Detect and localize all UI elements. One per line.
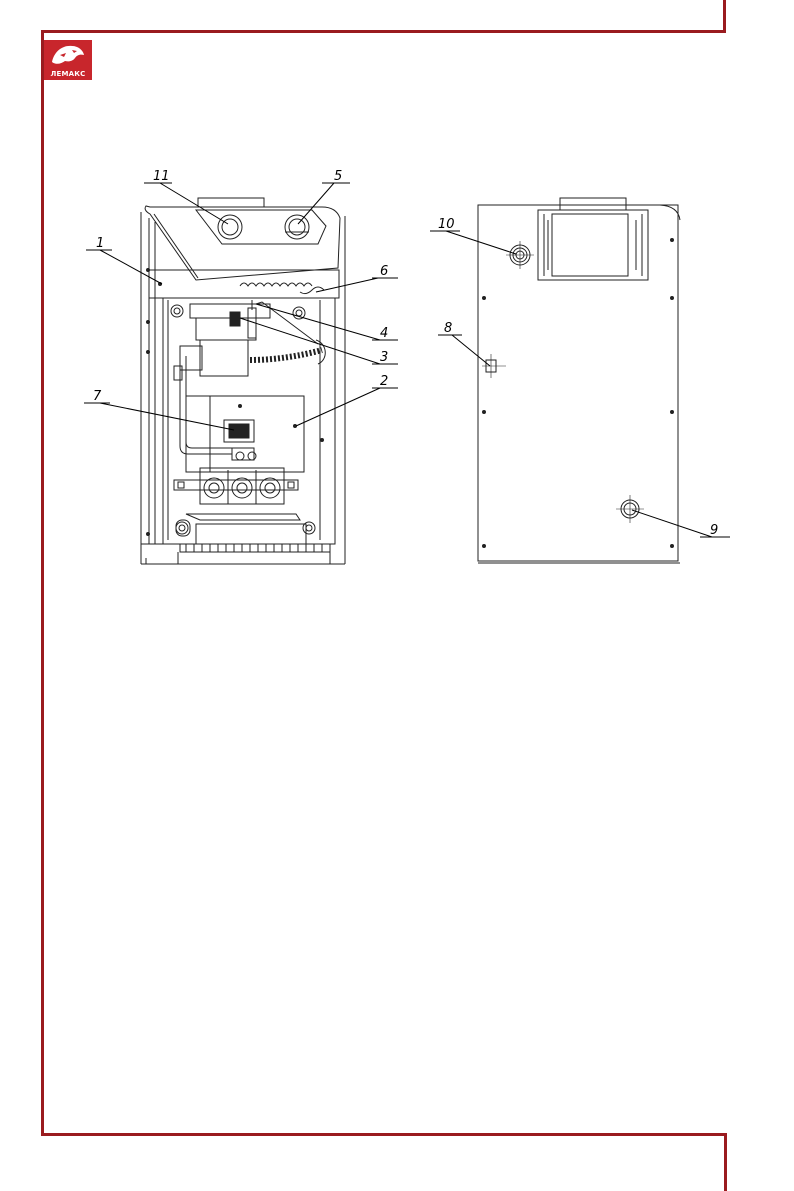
boiler-front-view <box>141 198 345 564</box>
callout-2: 2 <box>380 374 388 389</box>
callout-8: 8 <box>444 321 452 336</box>
callout-6: 6 <box>380 264 388 279</box>
callout-9: 9 <box>710 523 718 538</box>
callout-4: 4 <box>380 326 388 341</box>
callout-3: 3 <box>380 350 388 365</box>
boiler-rear-view <box>478 198 680 563</box>
callout-10: 10 <box>438 217 455 232</box>
callout-5: 5 <box>334 169 342 184</box>
leader-lines <box>84 183 730 537</box>
callout-labels: 11 5 1 6 4 3 2 7 10 8 9 <box>93 169 718 538</box>
callout-7: 7 <box>93 389 102 404</box>
callout-11: 11 <box>153 169 170 184</box>
callout-1: 1 <box>96 236 104 251</box>
